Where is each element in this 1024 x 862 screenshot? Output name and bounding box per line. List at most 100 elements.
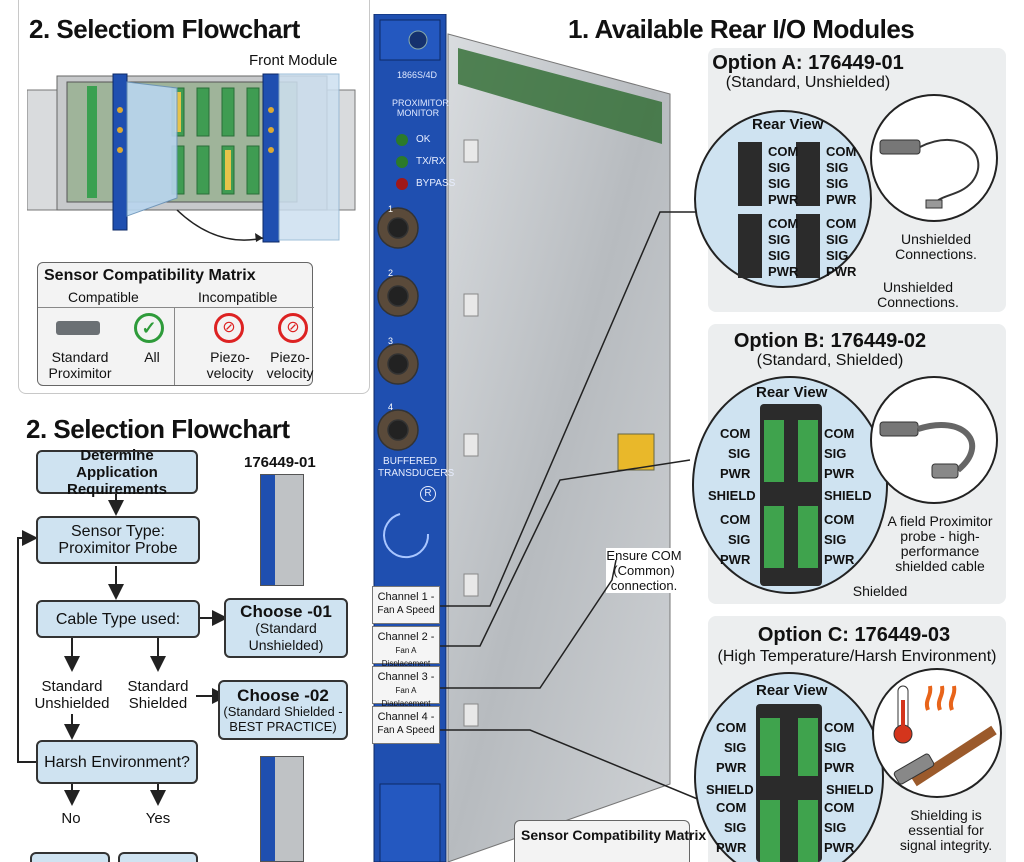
cylinder-probe-icon (56, 321, 100, 335)
matrix-title: Sensor Compatibility Matrix (44, 267, 256, 284)
connector-number: 2 (388, 268, 394, 278)
module-thumbnail (260, 756, 304, 862)
channel-label-4: Channel 4 - Fan A Speed (372, 706, 440, 744)
connector-number: 3 (388, 336, 394, 346)
channel-title: Channel 2 - (377, 631, 435, 643)
matrix-incompatible-header: Incompatible (198, 289, 278, 305)
rear-view-label: Rear View (752, 116, 824, 133)
bottom-matrix-title: Sensor Compatibility Matrix (521, 827, 707, 843)
determine-text: Determine Application Requirements (66, 446, 168, 498)
shield-label: SHIELD (708, 488, 756, 503)
channel-sub: Fan A Speed (377, 605, 435, 616)
probe-cable-icon (870, 94, 998, 222)
option-a-caption-2: Unshielded Connections. (877, 279, 959, 310)
channel-label-2: Channel 2 - Fan A Displacement (372, 626, 440, 668)
connector-number: 1 (388, 204, 394, 214)
channel-label-3: Channel 3 - Fan A Diaplacement (372, 666, 440, 708)
matrix-item: Standard Proximitor (48, 349, 112, 381)
option-b-caption-2: Shielded (852, 583, 908, 599)
choose02-sub: (Standard Shielded - BEST PRACTICE) (223, 703, 343, 734)
matrix-item: Piezo- velocity (266, 349, 314, 381)
branch-unshielded: Standard Unshielded (34, 678, 110, 712)
channel-sub: Fan A Displacement (381, 646, 431, 668)
shield-label: SHIELD (824, 488, 872, 503)
option-b-title: Option B: 176449-02 (733, 330, 927, 352)
module-thumbnail (260, 474, 304, 586)
channel-title: Channel 1 - (377, 591, 435, 603)
branch-shielded: Standard Shielded (127, 678, 189, 712)
bottom-matrix: Sensor Compatibility Matrix (514, 820, 706, 862)
prohibited-icon: ⊘ (214, 313, 244, 343)
branch-yes: Yes (145, 810, 171, 827)
choose02-title: Choose -02 (237, 685, 329, 705)
module-logo: R (420, 486, 436, 502)
cable-type-text: Cable Type used: (55, 610, 181, 628)
harsh-box: Harsh Environment? (36, 740, 198, 784)
channel-title: Channel 3 - (377, 671, 435, 683)
option-a-rear-view (694, 110, 872, 288)
channel-sub: Fan A Speed (377, 725, 435, 736)
option-a-sub: (Standard, Unshielded) (725, 74, 891, 91)
front-module-label: Front Module (249, 52, 338, 69)
option-c-sub: (High Temperature/Harsh Environment) (717, 648, 997, 665)
rack-illustration (27, 73, 356, 243)
compatibility-matrix: Sensor Compatibility Matrix Compatible I… (37, 262, 314, 386)
heat-cable-icon (872, 668, 1002, 798)
option-c-title: Option C: 176449-03 (757, 624, 951, 646)
check-icon: ✓ (134, 313, 164, 343)
choose01-box: Choose -01 (Standard Unshielded) (224, 598, 348, 658)
determine-box: Determine Application Requirements (36, 447, 198, 498)
sensor-type-box: Sensor Type: Proximitor Probe (36, 516, 200, 564)
option-a-title: Option A: 176449-01 (712, 52, 904, 74)
buffered-transducers-label: BUFFERED TRANSDUCERS (378, 456, 455, 479)
shield-label: SHIELD (826, 782, 874, 797)
branch-no: No (61, 810, 81, 827)
ensure-com-note: Ensure COM (Common) connection. (606, 548, 682, 593)
rear-view-label: Rear View (756, 384, 828, 401)
option-b-sub: (Standard, Shielded) (756, 352, 904, 369)
shield-label: SHIELD (706, 782, 754, 797)
choose02-box: Choose -02 (Standard Shielded - BEST PRA… (218, 680, 348, 740)
left-top-panel: 2. Selectiom Flowchart Front Module Sens… (18, 0, 370, 394)
option-b-caption-1: A field Proximitor probe - high-performa… (887, 513, 993, 574)
channel-title: Channel 4 - (377, 711, 435, 723)
channel-sub: Fan A Diaplacement (381, 686, 431, 708)
choose01-sub: (Standard Unshielded) (248, 619, 324, 653)
module-model: 1866S/4D (396, 70, 438, 80)
led-bypass-label: BYPASS (416, 178, 456, 189)
connector-number: 4 (388, 402, 394, 412)
right-title: 1. Available Rear I/O Modules (568, 14, 915, 44)
flowchart-part-label: 176449-01 (244, 454, 316, 471)
sensor-type-text: Sensor Type: Proximitor Probe (58, 523, 178, 557)
matrix-compatible-header: Compatible (68, 289, 139, 305)
flowchart-title: 2. Selection Flowchart (26, 414, 290, 444)
option-a-caption-1: Unshielded Connections. (895, 231, 977, 262)
option-c-caption-1: Shielding is essential for signal integr… (899, 807, 993, 853)
prohibited-icon: ⊘ (278, 313, 308, 343)
choose01-title: Choose -01 (240, 601, 332, 621)
led-ok-label: OK (416, 134, 431, 145)
channel-label-1: Channel 1 - Fan A Speed (372, 586, 440, 624)
matrix-item: All (144, 349, 160, 365)
rear-view-label: Rear View (756, 682, 828, 699)
module-name: PROXIMITOR MONITOR (392, 98, 449, 118)
led-txrx-label: TX/RX (416, 156, 446, 167)
matrix-item: Piezo- velocity (206, 349, 254, 381)
flowchart-arrows (17, 494, 228, 806)
harsh-text: Harsh Environment? (44, 753, 190, 771)
left-top-title: 2. Selectiom Flowchart (29, 14, 300, 44)
shielded-cable-icon (870, 376, 998, 504)
